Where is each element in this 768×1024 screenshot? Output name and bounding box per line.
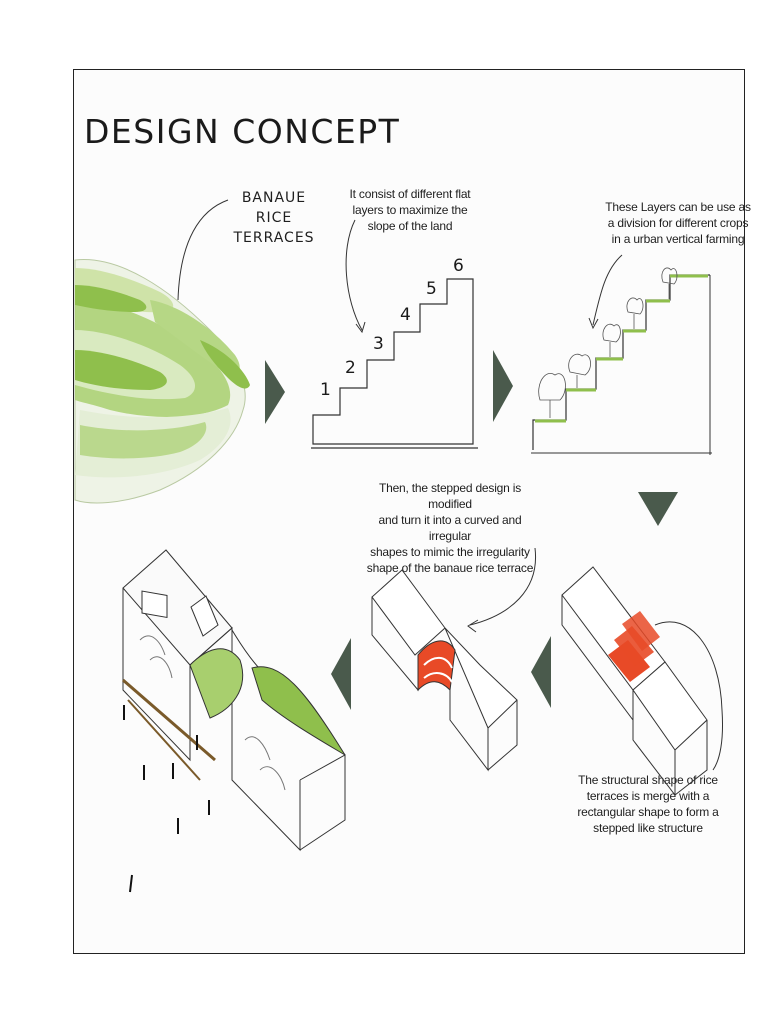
page-title: DESIGN CONCEPT <box>84 112 401 151</box>
step-number-1: 1 <box>320 380 331 400</box>
stairs-leader-line <box>345 219 363 331</box>
step-number-5: 5 <box>426 279 437 299</box>
staircase-diagram <box>311 278 478 449</box>
note-line: layers to maximize the <box>352 203 468 217</box>
note-line: These Layers can be use as <box>605 200 751 214</box>
note-line: slope of the land <box>367 219 453 233</box>
arrow-right-icon <box>493 350 513 422</box>
note-layers-division: These Layers can be use as a division fo… <box>600 199 756 247</box>
terrace-label: BANAUE RICE TERRACES <box>222 188 326 248</box>
arrow-left-icon <box>331 638 351 710</box>
note-line: It consist of different flat <box>349 187 471 201</box>
note-line: and turn it into a curved and irregular <box>378 513 522 543</box>
vertical-farm-stairs <box>531 254 712 455</box>
note-flat-layers: It consist of different flat layers to m… <box>344 186 476 234</box>
stepped-block-diagram <box>561 566 723 797</box>
step-number-3: 3 <box>373 334 384 354</box>
arrow-down-icon <box>638 492 678 526</box>
note-line: shape of the banaue rice terrace <box>366 561 534 575</box>
arrowhead-icon <box>355 321 366 334</box>
note-line: rectangular shape to form a <box>577 805 719 819</box>
building-perspective <box>122 549 346 893</box>
step-number-4: 4 <box>400 305 411 325</box>
note-line: in a urban vertical farming <box>611 232 745 246</box>
step-number-6: 6 <box>453 256 464 276</box>
note-line: stepped like structure <box>593 821 703 835</box>
rice-terraces-illustration <box>74 259 250 504</box>
step-number-2: 2 <box>345 358 356 378</box>
terrace-label-line-1: BANAUE RICE <box>241 190 307 226</box>
arrow-right-icon <box>265 360 285 424</box>
note-line: a division for different crops <box>607 216 749 230</box>
note-curved-shapes: Then, the stepped design is modified and… <box>357 480 543 576</box>
note-line: The structural shape of rice <box>578 773 718 787</box>
concept-board <box>73 69 745 954</box>
terrace-leader-line <box>177 199 229 301</box>
terrace-label-line-2: TERRACES <box>233 230 315 246</box>
note-line: shapes to mimic the irregularity <box>370 545 530 559</box>
arrow-left-icon <box>531 636 551 708</box>
note-line: Then, the stepped design is modified <box>378 481 522 511</box>
curved-block-diagram <box>371 547 537 772</box>
